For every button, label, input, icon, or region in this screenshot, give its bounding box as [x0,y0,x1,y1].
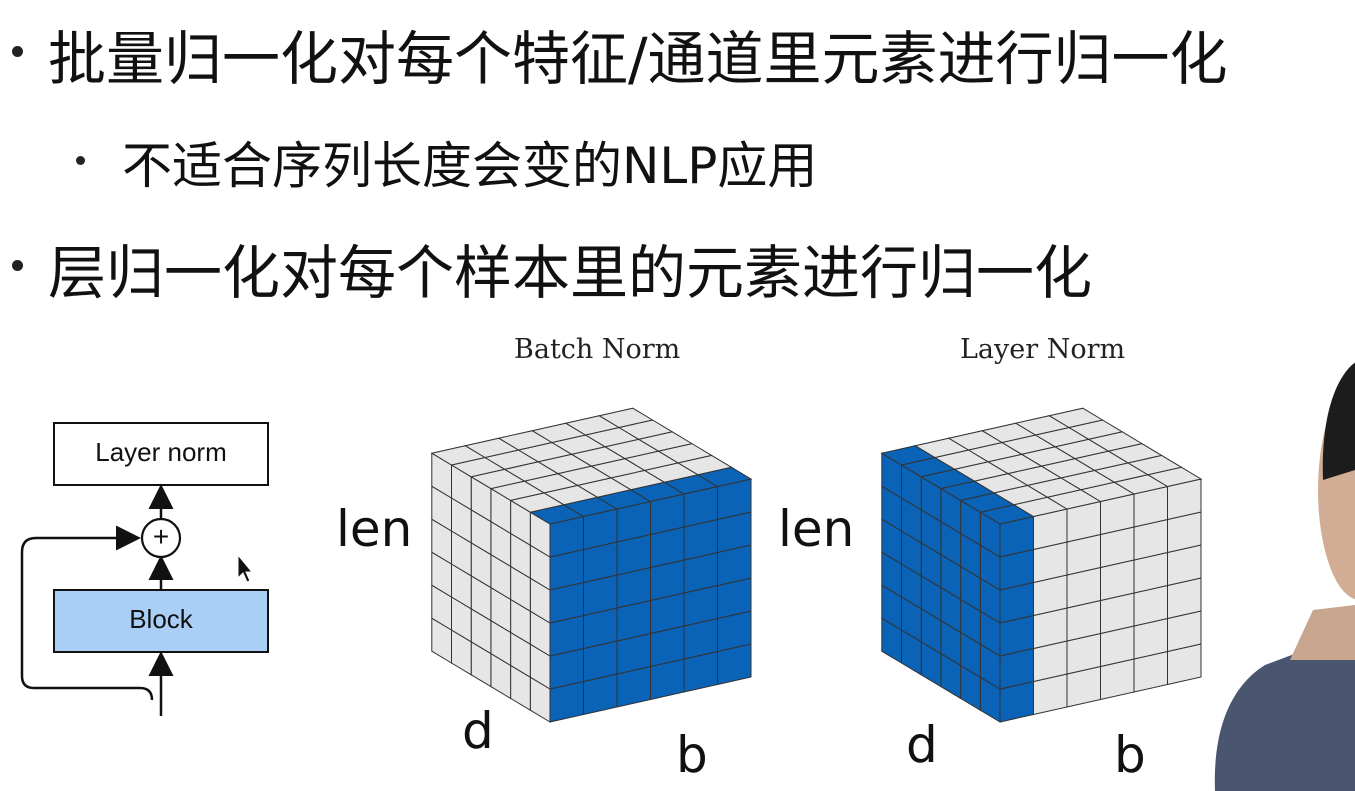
add-symbol: + [152,521,170,552]
bullet-dot [76,156,85,165]
batch-norm-cube [430,407,753,723]
top-face-cell [597,407,654,429]
block-box [53,589,269,653]
add-node [140,517,182,559]
top-face-cell [1047,407,1104,429]
layer-norm-title: Layer Norm [960,334,1126,365]
layer-norm-d-label: d [906,716,938,774]
batch-norm-len-label: len [336,500,413,558]
bullet-text: 批量归一化对每个特征/通道里元素进行归一化 [48,25,1228,93]
bullet-text: 不适合序列长度会变的NLP应用 [122,137,818,195]
layer-norm-len-label: len [778,500,855,558]
bullet-text: 层归一化对每个样本里的元素进行归一化 [48,239,1093,307]
residual-block-diagram [20,422,269,716]
batch-norm-title: Batch Norm [514,334,681,365]
block-label: Block [129,604,193,634]
batch-norm-b-label: b [676,726,708,784]
bullet-dot [12,260,23,271]
skip-connection [20,525,154,701]
layer-norm-label: Layer norm [95,437,227,467]
layer-norm-box [53,422,269,486]
layer-norm-cube [880,407,1203,723]
batch-norm-d-label: d [462,702,494,760]
bullet-dot [12,46,23,57]
layer-norm-b-label: b [1114,726,1146,784]
mouse-cursor-icon [237,553,254,583]
